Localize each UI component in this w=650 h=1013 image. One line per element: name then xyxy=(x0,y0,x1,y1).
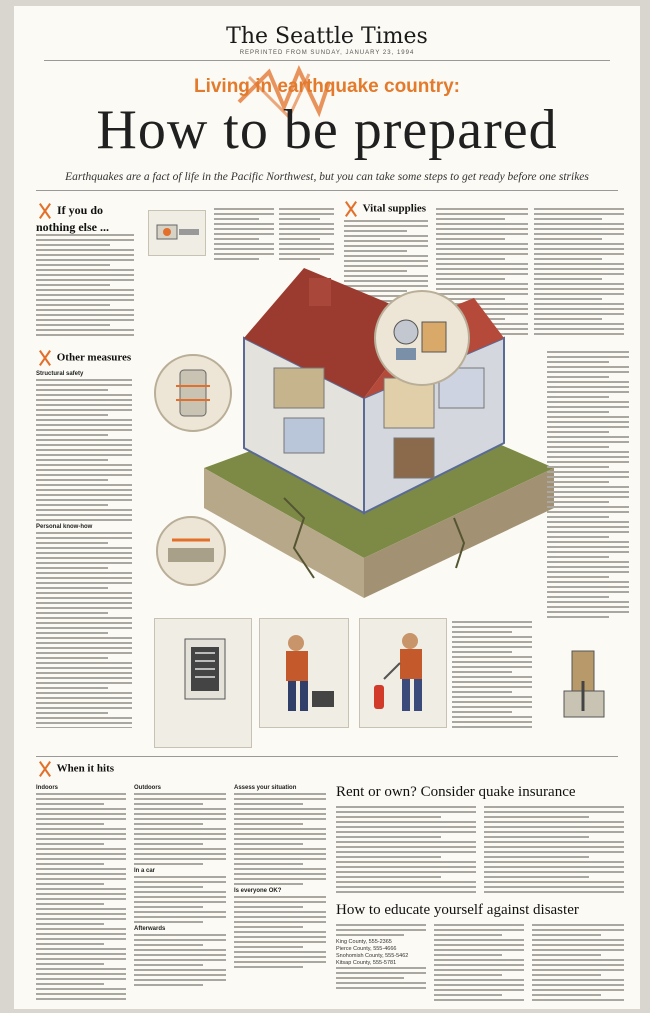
masthead: The Seattle Times xyxy=(226,24,428,49)
supplies-callout xyxy=(374,290,470,386)
anchor-bolt-illustration xyxy=(563,650,605,718)
person-gas-illustration xyxy=(259,618,349,728)
quake-mark-icon xyxy=(342,200,360,218)
educate-col3 xyxy=(532,924,624,1004)
assess-col: Assess your situation Is everyone OK? xyxy=(234,782,326,1002)
rent-own-col1 xyxy=(336,806,476,896)
quake-scribble-icon xyxy=(237,65,331,120)
section-vital-supplies: Vital supplies xyxy=(342,200,442,218)
article-rent-own-title: Rent or own? Consider quake insurance xyxy=(336,784,576,800)
article-educate-title: How to educate yourself against disaster xyxy=(336,902,579,918)
kicker: Living in earthquake country: xyxy=(193,76,461,97)
masthead-rule xyxy=(44,60,610,61)
section-if-nothing: If you do nothing else ... xyxy=(36,202,110,234)
electrical-panel-illustration xyxy=(154,618,252,748)
indoors-col: Indoors xyxy=(36,782,126,1002)
quake-mark-icon xyxy=(36,202,54,220)
other-measures-text: Structural safety Personal know-how xyxy=(36,368,132,728)
intro-text-3 xyxy=(279,208,334,268)
deck: Earthquakes are a fact of life in the Pa… xyxy=(65,171,589,183)
fire-extinguisher-illustration xyxy=(359,618,447,728)
rent-own-col2 xyxy=(484,806,624,896)
quake-mark-icon xyxy=(36,349,54,367)
educate-col1: King County, 555-2365 Pierce County, 555… xyxy=(336,924,426,1004)
page-title: How to be prepared xyxy=(96,99,558,161)
poster-page: The Seattle Times REPRINTED FROM SUNDAY,… xyxy=(14,6,640,1009)
vital-supplies-col3 xyxy=(534,208,624,338)
right-notes xyxy=(547,351,629,631)
deck-rule xyxy=(36,190,618,191)
section-when-it-hits: When it hits xyxy=(36,760,146,778)
reprint-line: REPRINTED FROM SUNDAY, JANUARY 23, 1994 xyxy=(239,50,415,56)
intro-text-2 xyxy=(214,208,274,268)
quake-mark-icon xyxy=(36,760,54,778)
water-heater-callout xyxy=(154,354,232,432)
foundation-callout xyxy=(156,516,226,586)
bottom-notes-2 xyxy=(452,621,532,731)
educate-col2 xyxy=(434,924,524,1004)
mid-rule xyxy=(36,756,618,757)
if-nothing-text xyxy=(36,234,134,339)
valve-illustration xyxy=(148,210,206,256)
section-other-measures: Other measures xyxy=(36,349,136,367)
outdoors-col: Outdoors In a car Afterwards xyxy=(134,782,226,1002)
